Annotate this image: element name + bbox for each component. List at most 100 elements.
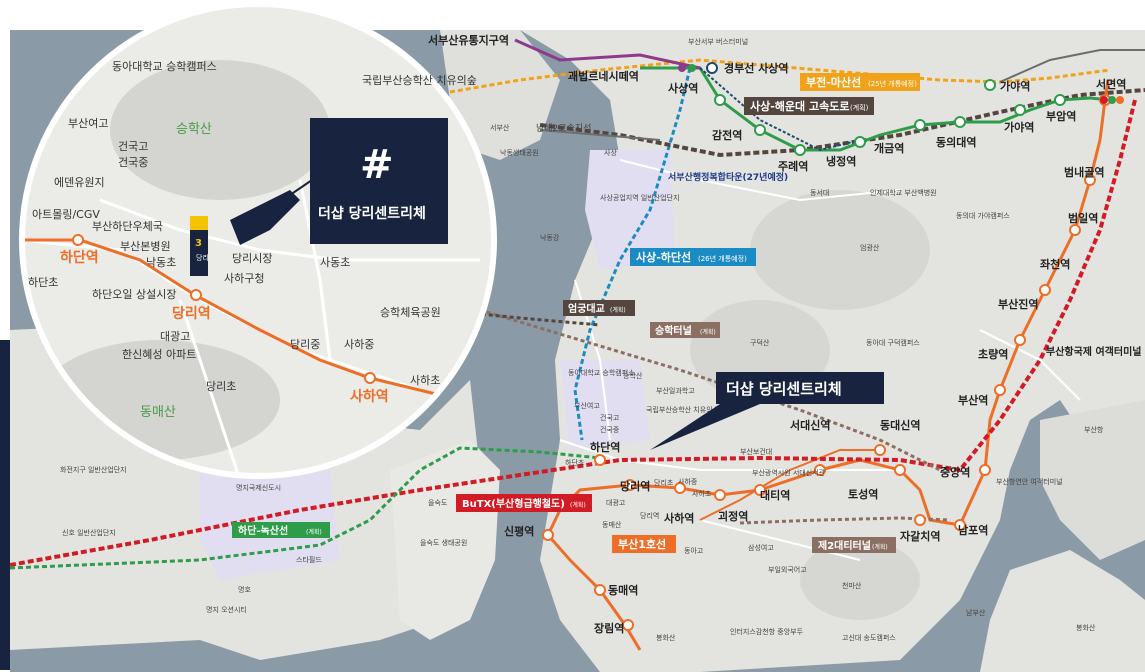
station-label-jurye: 주례역 [778,159,808,173]
land-port [1040,400,1145,560]
label-gyeongbu-sasang: 경부선 사상역 [724,61,789,75]
inset-label-donga: 동아대학교 승학캠퍼스 [112,60,217,73]
label-bonghwasan: 봉화산 [656,633,676,642]
label-admin-town: 서부산행정복합타운(27년예정) [668,171,788,183]
line-gyeongbu-path [699,67,861,152]
inset-callout-label: 더샵 당리센트리체 [318,205,426,222]
inset-label-dangri-station: 당리역 [172,305,211,322]
line-namhae-path [539,129,661,141]
label-eulsukdo: 을숙도 [428,499,448,507]
station-label-choryang: 초량역 [978,347,1008,361]
inset-label-dangrijung: 당리중 [290,338,320,351]
inset-label-sahacho: 사하초 [410,373,440,387]
station-label-jangnim: 장림역 [594,621,624,635]
svg-text:사상-해운대 고속도로: 사상-해운대 고속도로 [750,99,849,113]
inset-label-saha-station: 사하역 [350,388,389,405]
label-nakdonggang: 낙동강 [540,233,560,242]
inset-label-geongukjung: 건국중 [118,156,148,169]
label-namhae2: 남해2고속지선 [536,123,591,134]
inset-label-saha-office: 사하구청 [224,271,264,285]
label-donga-gudeok: 동아대 구덕캠퍼스 [866,338,920,347]
station-label-daeti: 대티역 [760,488,790,502]
station-label-gwaebeop: 괘법르네시떼역 [568,69,639,83]
label-busanyeogo-main: 부산여고 [574,401,600,410]
flag-bujeon-masan: 부전-마산선 (25년 개통예정) [800,73,920,91]
label-dongmaesan-main: 동매산 [602,520,622,529]
inset-label-sadongcho: 사동초 [320,256,350,269]
line-busan1-loop [699,449,880,521]
svg-text:(계획): (계획) [700,328,716,336]
station-label-jwacheon: 좌천역 [1040,257,1070,271]
label-seunghaksan-main: 승학산 [623,371,643,380]
label-inje: 인제대학교 부산백병원 [870,188,937,197]
inset-label-dongmaesan: 동매산 [140,405,176,420]
line-sasang-hadan-path [573,67,692,441]
inset-label-eden: 에덴유원지 [54,176,105,189]
inset-label-daegwang: 대광고 [160,330,190,343]
svg-text:사상-하단선: 사상-하단선 [636,250,691,264]
label-eomgwangsan: 엄광산 [860,243,880,252]
land-north-west [440,30,560,160]
flag-seunghak-tunnel: 승학터널 (계획) [650,322,720,338]
station-label-busanjin: 부산진역 [998,297,1038,311]
station-sasang-transfer [678,62,1124,104]
station-label-gaya2: 가야역 [1004,120,1034,134]
land-yeongdo [980,550,1145,672]
svg-text:부산1호선: 부산1호선 [618,537,666,551]
station-label-sinpyeong: 신평역 [504,524,534,538]
inset-label-art: 아트몰링/CGV [32,208,100,221]
inset-label-hadancho: 하단초 [28,275,58,289]
station-label-jagalchi: 자갈치역 [900,529,940,543]
label-starfield: 스타필드 [296,555,322,564]
station-label-beomnaegol: 범내골역 [1064,165,1104,179]
label-chiyu-main: 국립부산승학산 치유의숲 [646,405,720,414]
label-intergis: 인터지스감천항 중앙부두 [730,627,804,636]
metro-badge-label: 당리 [196,253,209,262]
station-label-saha: 사하역 [664,511,694,525]
label-geongukjung-main: 건국중 [600,425,620,434]
label-nakdong-park: 낙동생태공원 [500,148,539,157]
flag-hadan-noksan: 하단-녹산선 (계획) [232,522,330,538]
station-label-jungang: 중앙역 [940,465,970,479]
inset-label-busanyeogo: 부산여고 [68,117,108,130]
inset-label-hospital: 부산본병원 [120,240,171,253]
svg-text:(계획): (계획) [872,543,888,551]
label-donga-seunghak-main: 동아대학교 승학캠퍼스 [568,368,635,377]
label-samsung: 삼성여고 [748,543,774,552]
station-label-dangri: 당리역 [620,479,650,493]
line-gimhae-path [514,38,701,70]
station-label-naengjeong: 냉정역 [826,154,856,168]
line-hadan-noksan-path [9,446,601,570]
label-ocean-city: 명지 오션시티 [206,605,247,614]
label-port-terminal: 부산항국제 여객터미널 [1046,345,1141,358]
label-coastal-terminal: 부산항연안 여객터미널 [996,477,1063,486]
label-myeongho: 명호 [238,585,251,594]
svg-text:(계획): (계획) [570,501,586,509]
frame-left [0,0,10,672]
inset-label-dangricho: 당리초 [206,380,236,393]
svg-text:엄궁대교: 엄궁대교 [568,302,605,315]
label-kosin: 고신대 송도캠퍼스 [842,633,896,642]
station-label-gaya1: 가야역 [1000,79,1030,93]
station-label-seomyeon: 서면역 [1096,77,1126,91]
land-east [520,30,1145,672]
inset-label-hadan-station: 하단역 [60,249,99,266]
label-donga-high: 동아고 [684,546,704,555]
metro-badge-number: 3 [195,238,202,249]
inset-label-seunghaksan: 승학산 [176,122,212,137]
inset-label-market: 하단오일 상설시장 [92,287,176,301]
label-busan-health: 부산보건대 [740,447,772,456]
zone-admin-town [585,150,675,270]
label-hwajeon: 화전지구 일반산업단지 [60,465,127,474]
station-label-dongui: 동의대역 [936,135,976,149]
label-terminal: 부산서부 버스터미널 [688,37,748,46]
label-cheonmasan: 천마산 [842,581,862,590]
label-myeongji-city: 명지국제신도시 [236,483,281,492]
line-eomgung-path [439,308,601,327]
label-daegwang-main: 대광고 [606,499,626,507]
station-label-busan: 부산역 [958,393,988,407]
line-butx-path [9,99,1137,567]
road-network [559,159,1081,561]
station-label-dongmae: 동매역 [608,583,638,597]
